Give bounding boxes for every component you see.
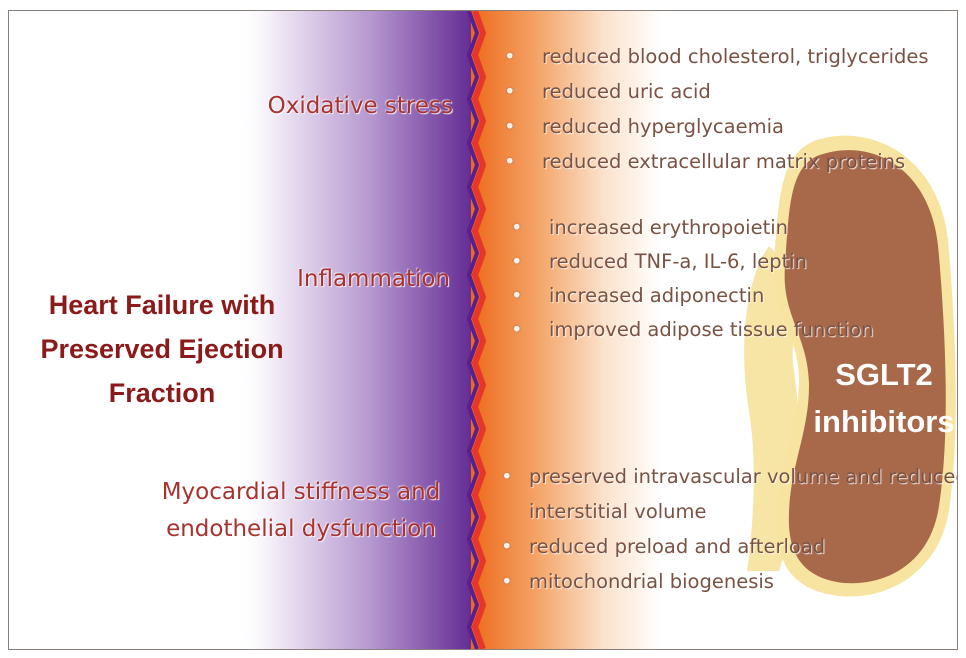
factor-myocardial-stiffness: Myocardial stiffness and endothelial dys… [151,474,451,548]
effects-list-oxidative: • reduced blood cholesterol, triglyceride… [504,39,929,179]
effect-text: reduced blood cholesterol, triglycerides [542,45,929,68]
bullet-icon: • [504,74,516,109]
bullet-icon: • [504,144,516,179]
effect-text: reduced hyperglycaemia [542,115,784,138]
effect-text: improved adipose tissue function [549,318,873,341]
bullet-icon: • [511,313,523,347]
effect-text: increased adiponectin [549,284,764,307]
factor-inflammation: Inflammation [297,266,450,292]
effect-item: • reduced blood cholesterol, triglyceride… [504,39,929,74]
bullet-icon: • [511,211,523,245]
effect-text: reduced uric acid [542,80,711,103]
effect-text: preserved intravascular volume and reduc… [529,465,958,523]
condition-title: Heart Failure with Preserved Ejection Fr… [27,283,297,415]
diagram-frame: Heart Failure with Preserved Ejection Fr… [8,10,958,650]
bullet-icon: • [504,39,516,74]
effect-item: • improved adipose tissue function [511,313,873,347]
effect-item: • preserved intravascular volume and redu… [501,459,958,529]
effect-text: reduced preload and afterload [529,535,825,558]
effect-item: • reduced hyperglycaemia [504,109,929,144]
effect-item: • mitochondrial biogenesis [501,564,958,599]
effect-item: • increased erythropoietin [511,211,873,245]
effect-text: increased erythropoietin [549,216,788,239]
effect-item: • increased adiponectin [511,279,873,313]
sglt2-inhibitors-label: SGLT2 inhibitors [799,351,958,445]
bullet-icon: • [511,279,523,313]
bullet-icon: • [501,459,513,494]
effect-text: reduced TNF-a, IL-6, leptin [549,250,807,273]
effects-list-myocardial: • preserved intravascular volume and redu… [501,459,958,599]
bullet-icon: • [511,245,523,279]
effect-item: • reduced preload and afterload [501,529,958,564]
bullet-icon: • [504,109,516,144]
effects-list-inflammation: • increased erythropoietin • reduced TNF-a… [511,211,873,347]
bullet-icon: • [501,564,513,599]
effect-item: • reduced uric acid [504,74,929,109]
factor-oxidative-stress: Oxidative stress [268,93,453,119]
bullet-icon: • [501,529,513,564]
effect-text: reduced extracellular matrix proteins [542,150,905,173]
effect-item: • reduced extracellular matrix proteins [504,144,929,179]
effect-text: mitochondrial biogenesis [529,570,774,593]
effect-item: • reduced TNF-a, IL-6, leptin [511,245,873,279]
